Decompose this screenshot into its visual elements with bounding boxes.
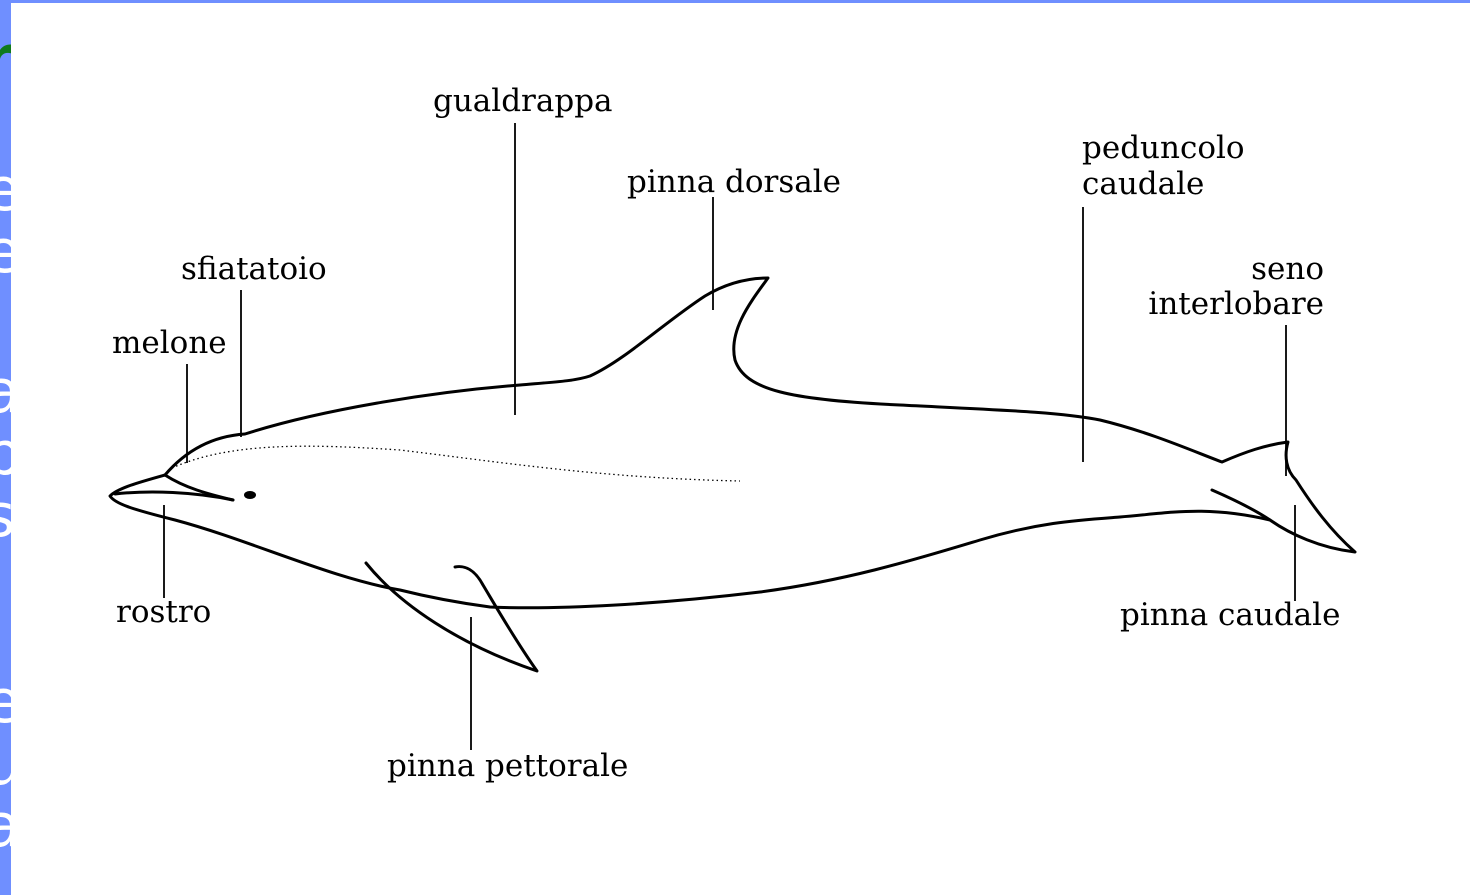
- label-peduncolo-line1: peduncolo: [1082, 130, 1245, 166]
- pectoral-fin-outline: [366, 563, 537, 671]
- mouth-line: [115, 492, 233, 500]
- leader-lines: [164, 123, 1295, 750]
- label-gualdrappa: gualdrappa: [433, 83, 613, 119]
- label-rostro: rostro: [116, 594, 211, 630]
- label-seno-line1: seno: [1251, 251, 1324, 287]
- lateral-dotted-line: [172, 446, 740, 481]
- label-melone: melone: [112, 325, 227, 361]
- eye: [244, 491, 256, 499]
- label-sfiatatoio: sfiatatoio: [181, 251, 327, 287]
- label-pinna-dorsale: pinna dorsale: [627, 164, 841, 200]
- label-seno-line2: interlobare: [1148, 286, 1324, 322]
- label-pinna-pettorale: pinna pettorale: [387, 748, 628, 784]
- ventral-outline: [110, 475, 1270, 608]
- label-peduncolo-line2: caudale: [1082, 166, 1204, 202]
- label-pinna-caudale: pinna caudale: [1120, 597, 1340, 633]
- labels: gualdrappa pinna dorsale peduncolo cauda…: [112, 83, 1340, 784]
